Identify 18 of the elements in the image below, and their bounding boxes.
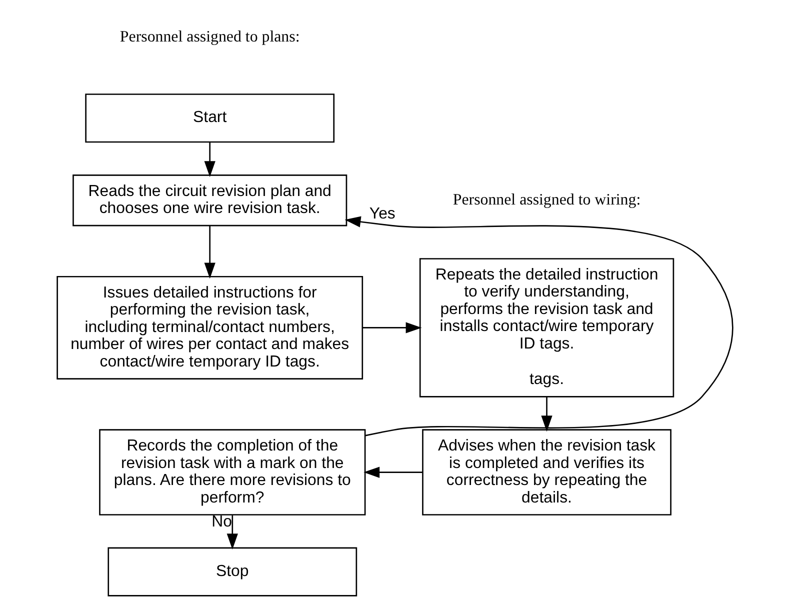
node-box: Issues detailed instructions for performing the revision task, including terminal/contact numbers, number of wires per contact and makes contact/wire temporary ID tags. bbox=[56, 276, 364, 380]
arrow bbox=[204, 142, 216, 178]
edge-label: Yes bbox=[369, 205, 396, 222]
arrow bbox=[204, 226, 216, 279]
node-box: Repeats the detailed instruction to verify understanding, performs the revision task and installs contact/wire temporary ID tags. tags. bbox=[419, 258, 674, 398]
arrow bbox=[362, 322, 422, 334]
arrow bbox=[344, 216, 734, 436]
label: Personnel assigned to wiring: bbox=[452, 191, 641, 208]
node-box: Reads the circuit revision plan and chooses one wire revision task. bbox=[72, 174, 348, 226]
arrow bbox=[226, 515, 238, 550]
node-box: Records the completion of the revision task with a mark on the plans. Are there more revisions to perform? bbox=[99, 429, 366, 516]
edge-label: No bbox=[212, 514, 232, 531]
node-box: Advises when the revision task is completed and verifies its correctness by repeating the details. bbox=[422, 429, 672, 516]
node-box: Start bbox=[85, 94, 335, 143]
arrow bbox=[541, 397, 552, 432]
label: Personnel assigned to plans: bbox=[120, 28, 300, 46]
node-box: Stop bbox=[108, 547, 358, 596]
arrow bbox=[364, 466, 423, 478]
